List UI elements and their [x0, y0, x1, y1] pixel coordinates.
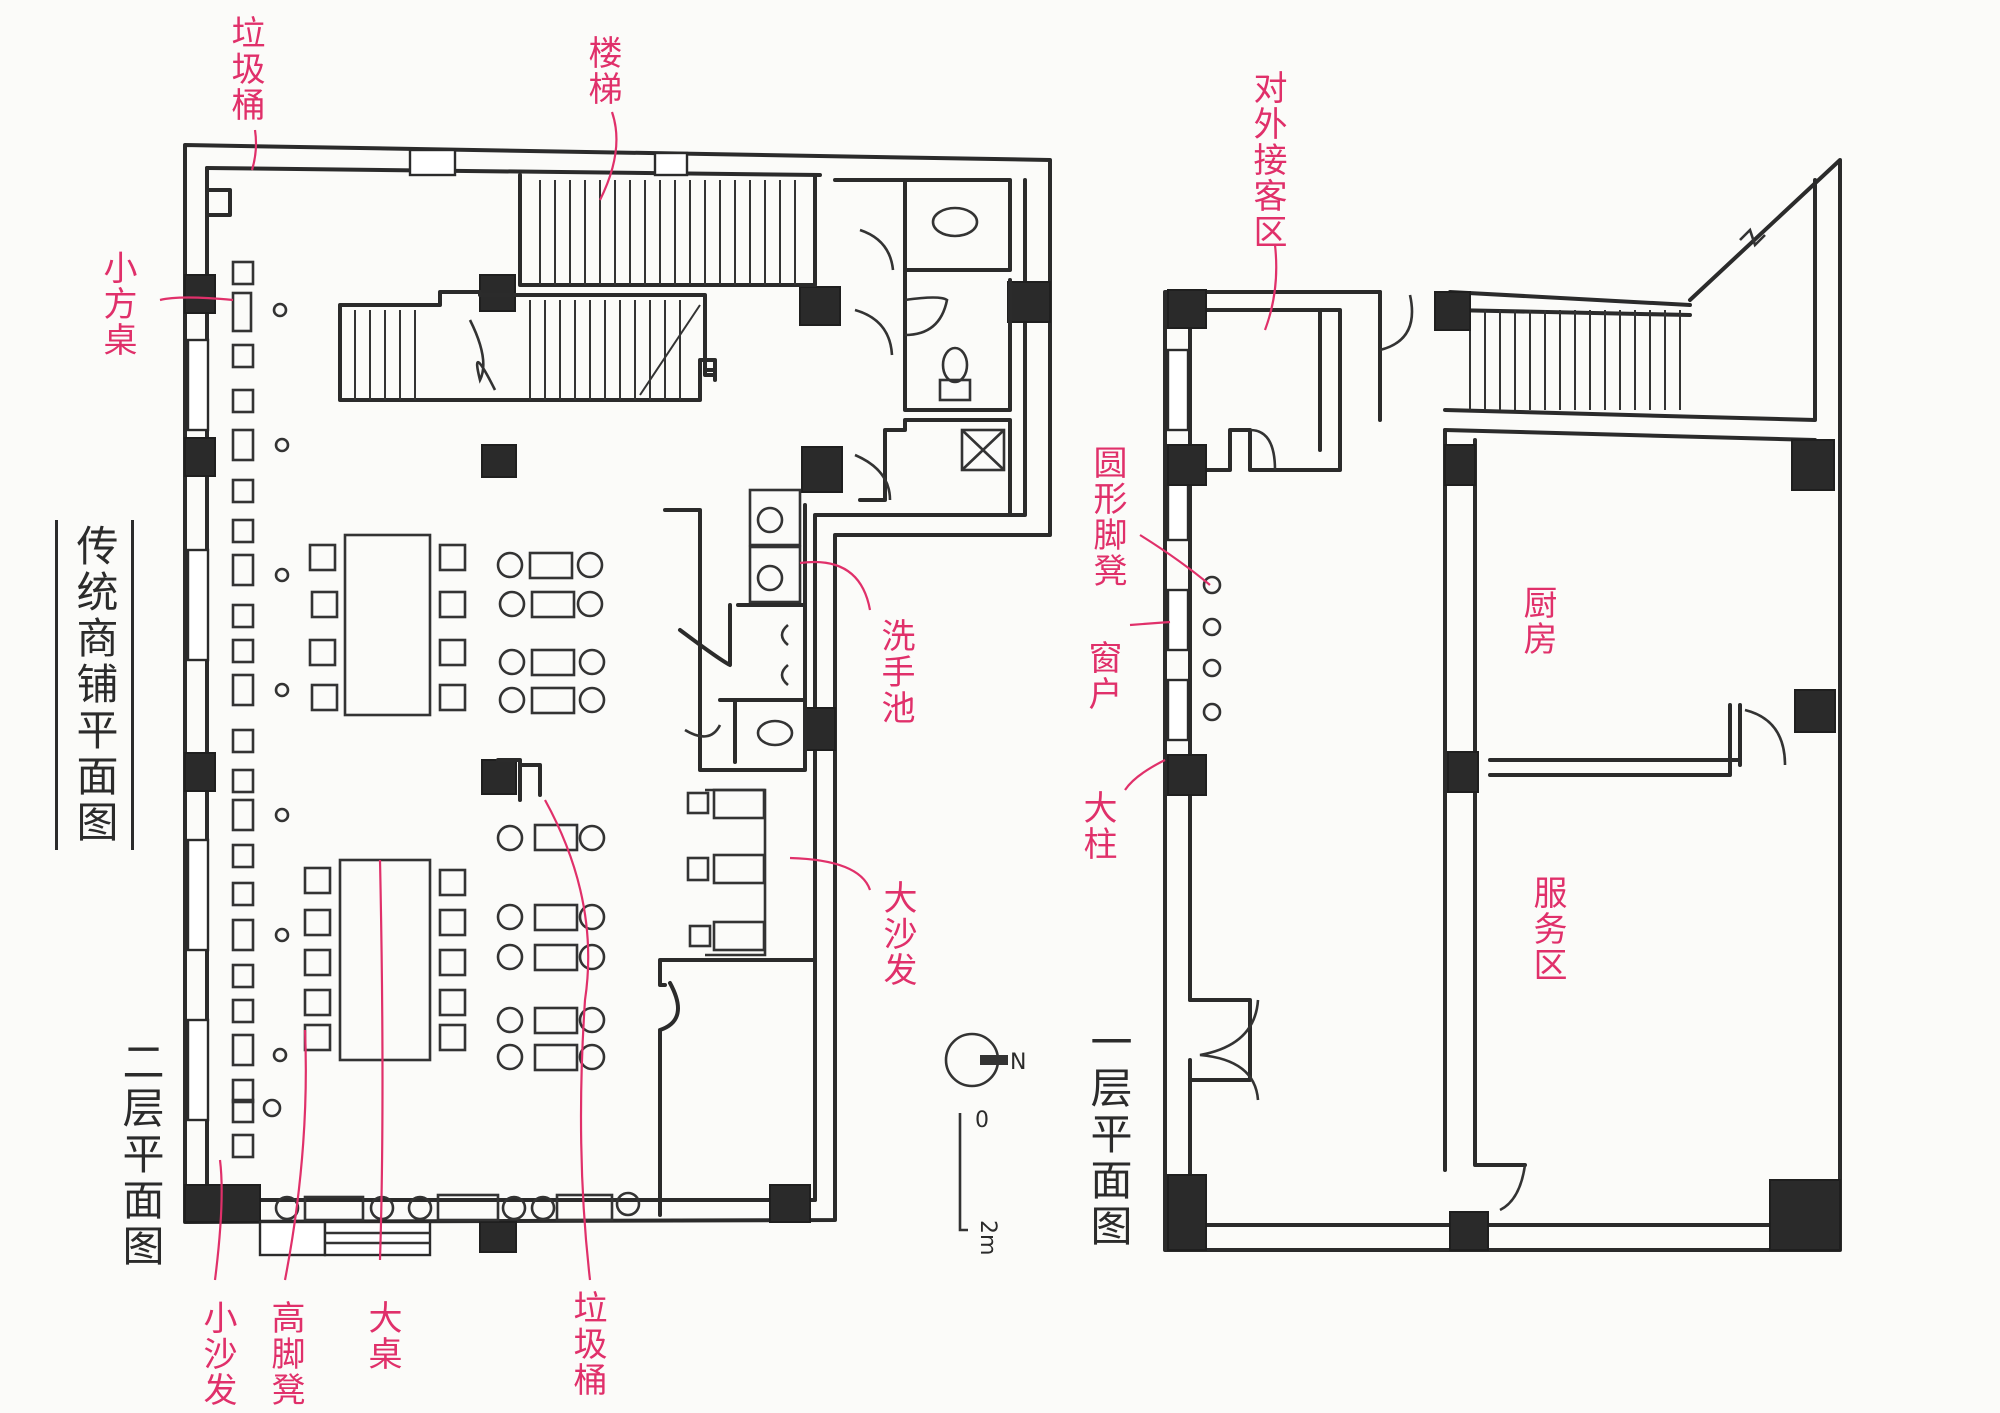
label-large-column: 大柱: [1077, 790, 1117, 862]
second-floor-title: 二层平面图: [116, 1040, 165, 1270]
label-round-footstool: 圆形脚凳: [1087, 445, 1127, 589]
label-small-square-table: 小方桌: [97, 250, 137, 358]
label-window: 窗户: [1082, 640, 1122, 712]
first-floor-title: 一层平面图: [1084, 1020, 1133, 1250]
label-high-stool: 高脚凳: [265, 1300, 305, 1408]
dining-tables: [274, 533, 641, 1222]
large-table-lower: [338, 858, 432, 1062]
large-table-upper: [343, 533, 432, 717]
label-wash-basin: 洗手池: [875, 618, 915, 726]
left-wall-seating: [205, 188, 290, 1159]
label-trash-bin-bottom: 垃圾桶: [567, 1290, 607, 1398]
label-service-area: 服务区: [1527, 875, 1567, 983]
restroom-block: [663, 178, 1012, 772]
north-label: N: [1010, 1050, 1027, 1075]
label-large-table: 大桌: [362, 1300, 402, 1372]
label-trash-bin-top: 垃圾桶: [225, 15, 265, 123]
label-kitchen: 厨房: [1517, 585, 1557, 657]
north-arrow: [944, 1032, 1008, 1088]
scale-start: 0: [975, 1108, 989, 1133]
main-title: 传统商铺平面图: [55, 520, 134, 850]
column: [184, 274, 216, 314]
label-large-sofa: 大沙发: [877, 880, 917, 988]
scale-bar: [958, 1113, 968, 1232]
label-stairs: 楼梯: [582, 35, 622, 107]
second-floor-plan: [159, 111, 1052, 1281]
staircase: [338, 173, 817, 402]
left-windows: [186, 338, 210, 1122]
large-sofa-area: [658, 788, 817, 1217]
annotation-leaders-2f: [159, 111, 872, 1281]
label-reception-area: 对外接客区: [1247, 70, 1287, 250]
label-small-sofa: 小沙发: [197, 1300, 237, 1408]
first-floor-plan: [1163, 158, 1842, 1252]
scale-end: 2m: [975, 1220, 1000, 1256]
